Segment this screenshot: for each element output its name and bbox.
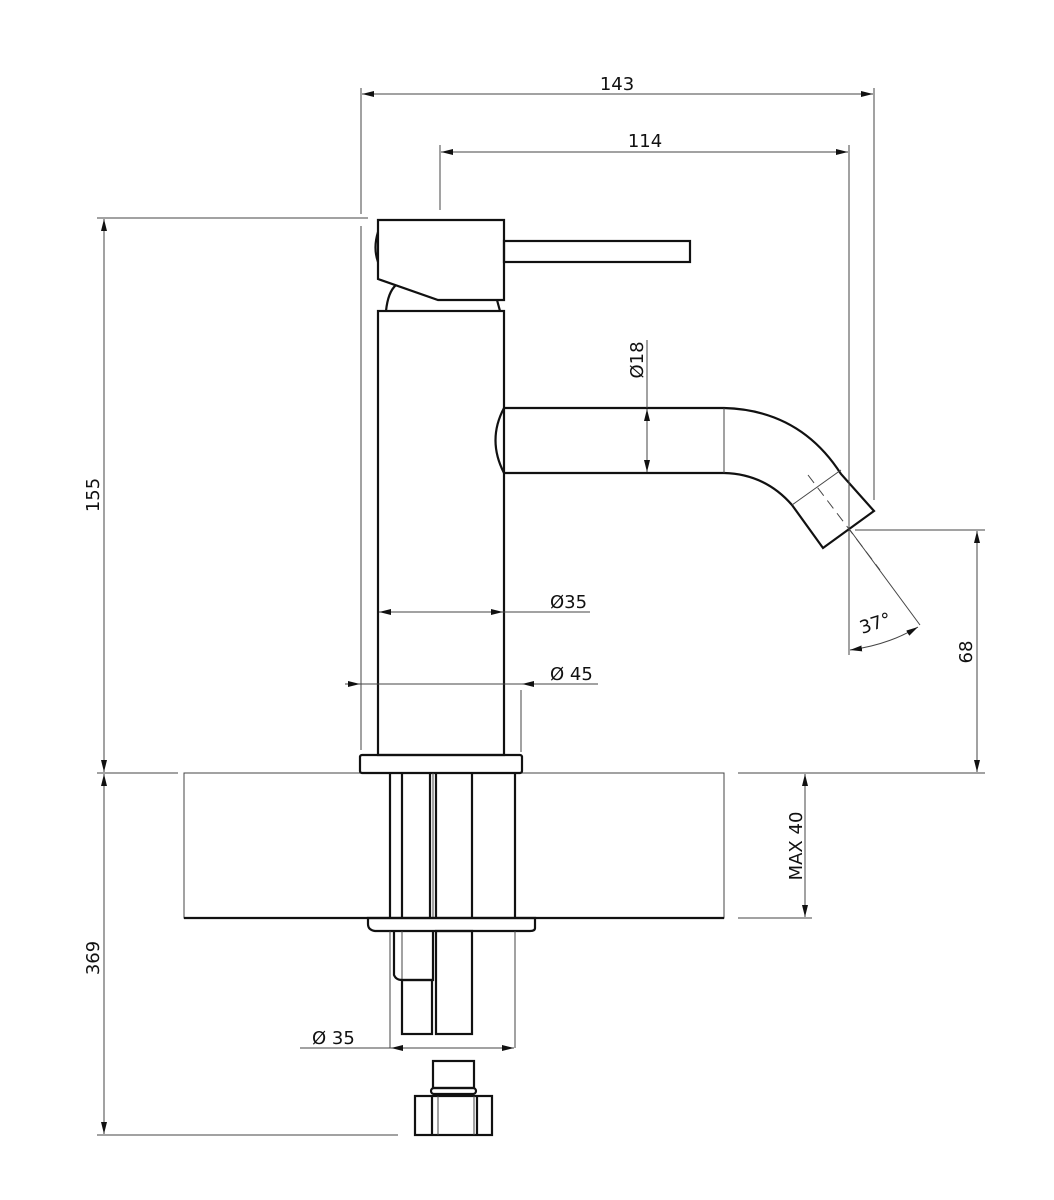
dim-max-counter: MAX 40 bbox=[786, 812, 807, 881]
dim-supply-length: 369 bbox=[83, 941, 104, 975]
dim-spout-reach: 114 bbox=[628, 131, 662, 152]
tap-body bbox=[358, 218, 921, 775]
dim-height: 155 bbox=[83, 478, 104, 512]
dim-spout-angle: 37° bbox=[857, 609, 894, 639]
countertop-section bbox=[183, 772, 725, 920]
dimension-lines bbox=[97, 88, 985, 1136]
dim-shank-diameter: Ø 35 bbox=[312, 1028, 355, 1049]
dim-spout-diameter: Ø18 bbox=[627, 341, 648, 378]
dim-body-diameter: Ø35 bbox=[550, 592, 587, 613]
dim-outlet-height: 68 bbox=[956, 641, 977, 664]
shank-assembly bbox=[366, 773, 537, 1137]
dim-overall-reach: 143 bbox=[600, 74, 634, 95]
dim-base-diameter: Ø 45 bbox=[550, 664, 593, 685]
